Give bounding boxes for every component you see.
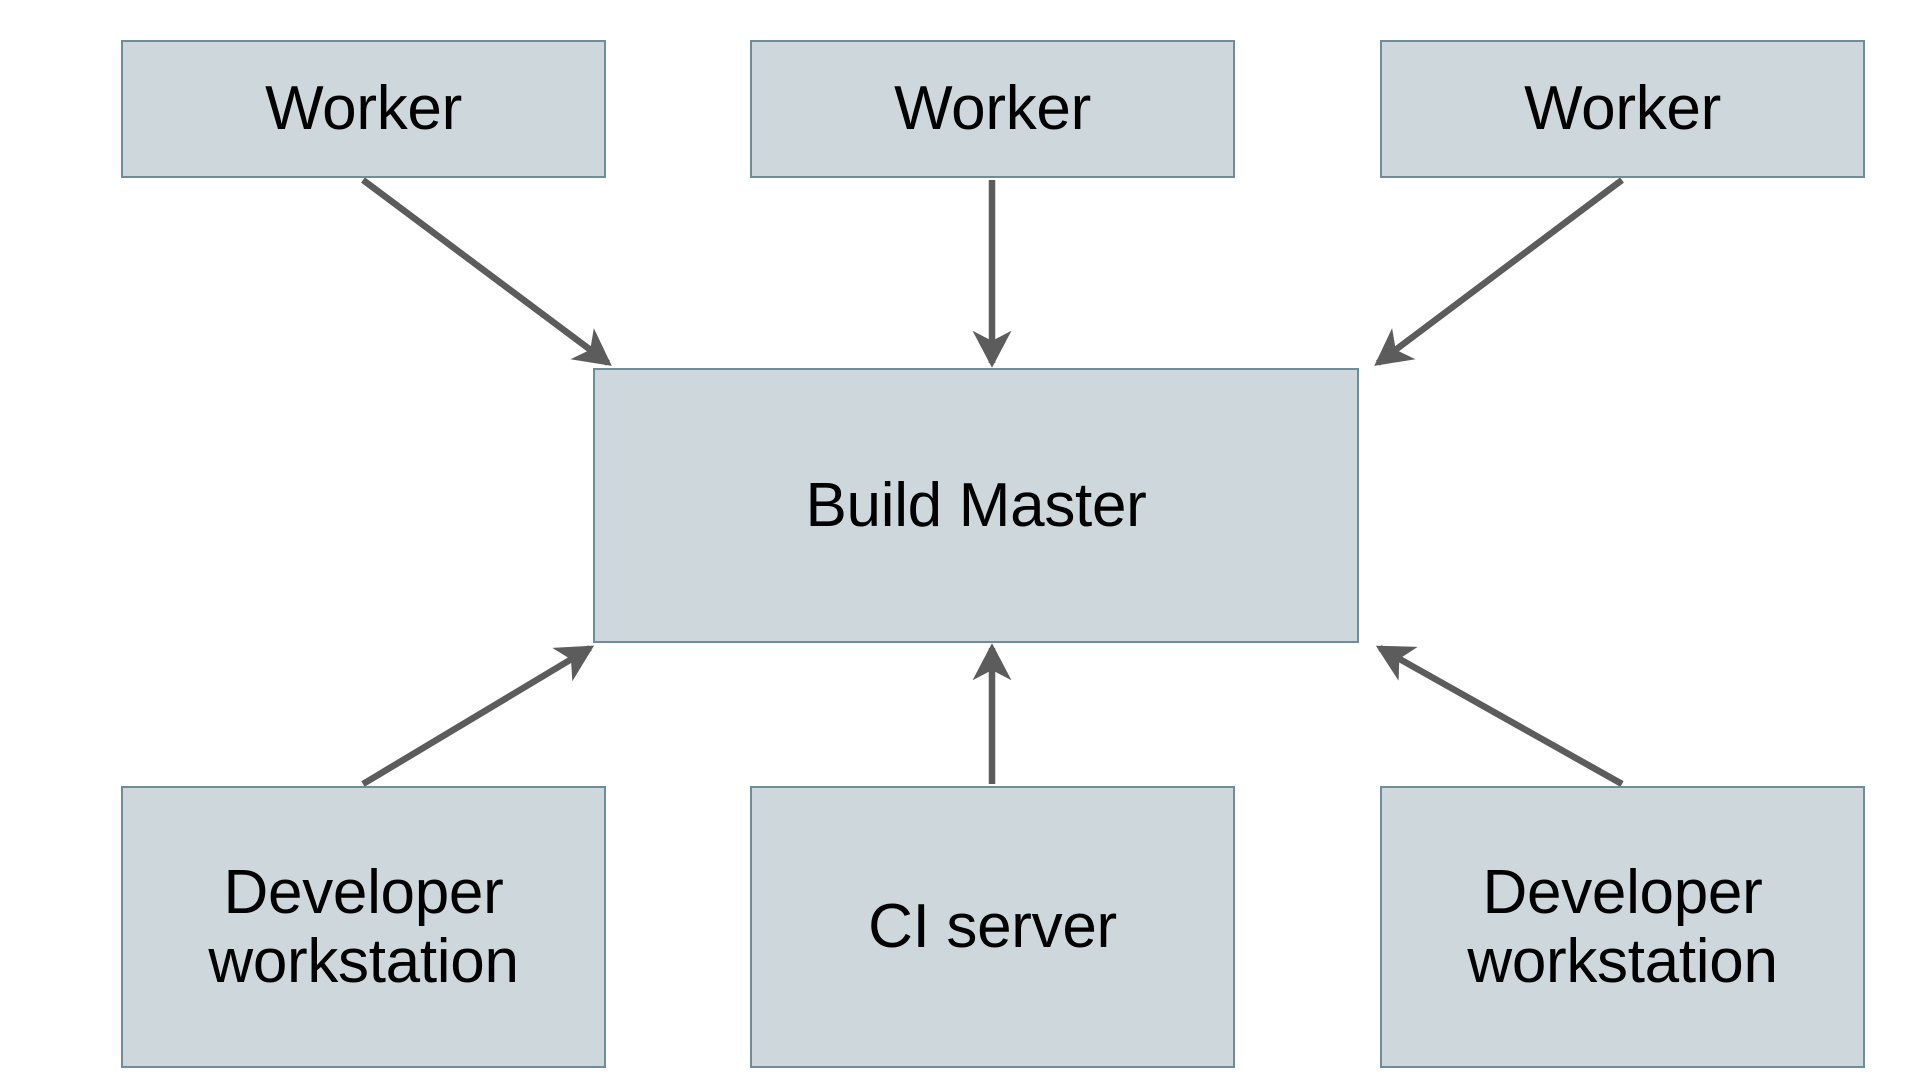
node-label: Developer workstation bbox=[1467, 857, 1778, 996]
edge-dev-right-to-build-master bbox=[1375, 645, 1624, 787]
node-label: Worker bbox=[894, 74, 1091, 144]
node-label: Build Master bbox=[805, 470, 1147, 540]
node-developer-workstation-left[interactable]: Developer workstation bbox=[121, 786, 606, 1068]
node-worker-3[interactable]: Worker bbox=[1380, 40, 1865, 178]
node-developer-workstation-right[interactable]: Developer workstation bbox=[1380, 786, 1865, 1068]
node-build-master[interactable]: Build Master bbox=[593, 368, 1359, 643]
node-label: Developer workstation bbox=[208, 857, 519, 996]
edge-dev-left-to-build-master bbox=[361, 645, 595, 787]
node-label: Worker bbox=[1524, 74, 1721, 144]
node-label: Worker bbox=[265, 74, 462, 144]
edge-worker-3-to-build-master bbox=[1374, 177, 1624, 366]
node-worker-1[interactable]: Worker bbox=[121, 40, 606, 178]
edge-worker-1-to-build-master bbox=[361, 177, 612, 366]
node-label: CI server bbox=[868, 892, 1117, 962]
node-worker-2[interactable]: Worker bbox=[750, 40, 1235, 178]
node-ci-server[interactable]: CI server bbox=[750, 786, 1235, 1068]
